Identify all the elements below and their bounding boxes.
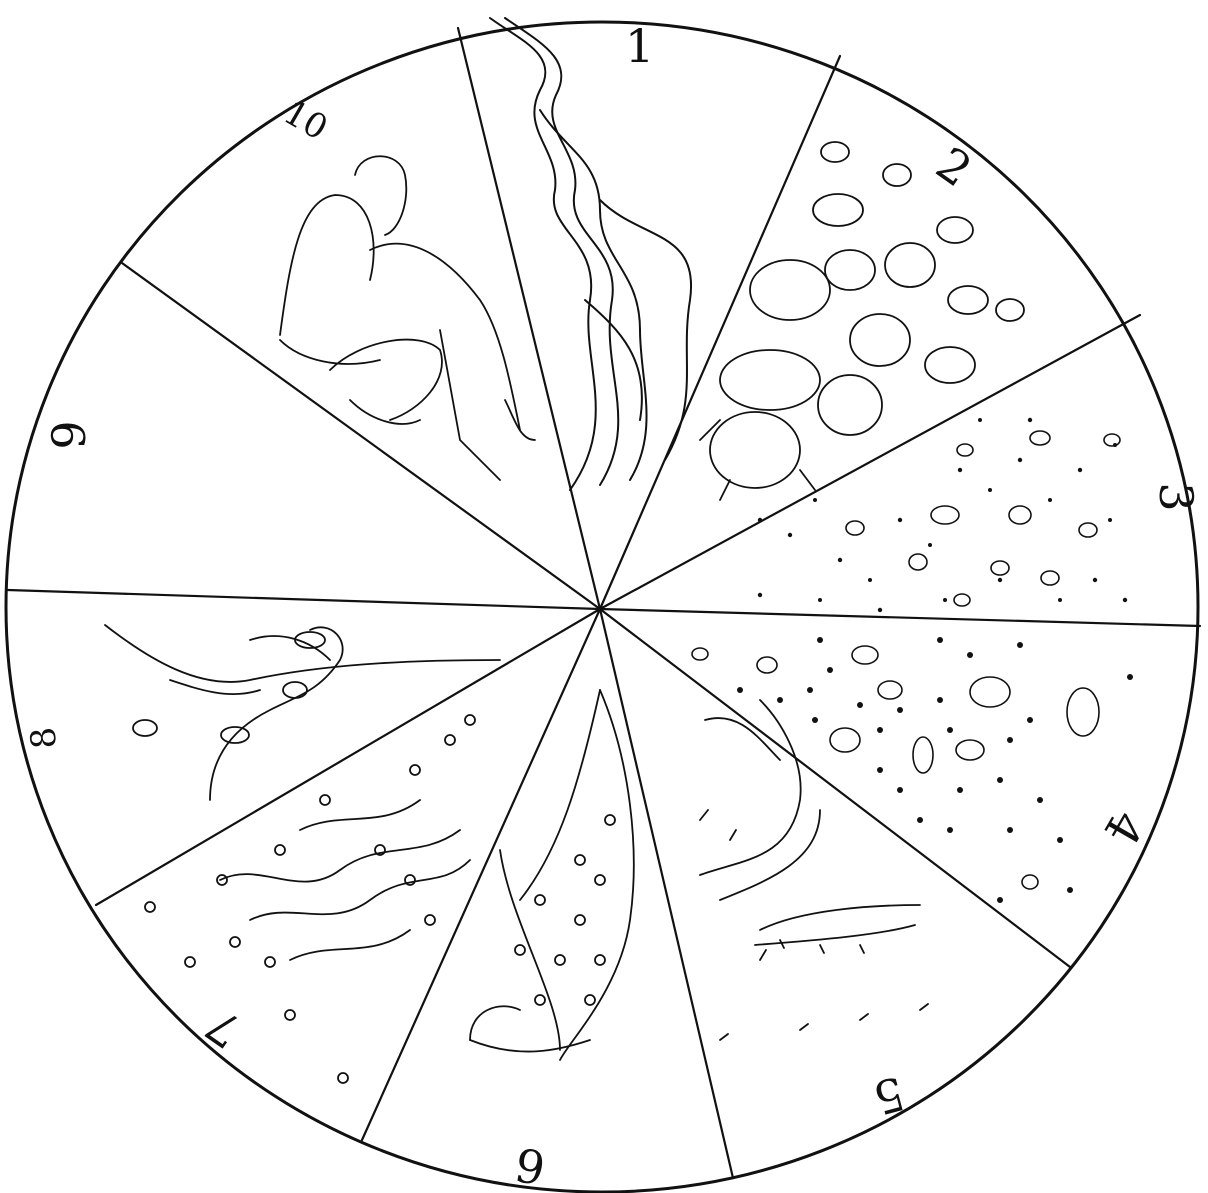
label-1: 1 xyxy=(625,19,654,73)
segment-dividers xyxy=(8,28,1200,1178)
scene-locusts xyxy=(105,625,500,800)
label-5: 5 xyxy=(868,1066,910,1126)
scene-firstborn xyxy=(280,156,535,480)
scene-lice xyxy=(758,418,1127,612)
scene-river xyxy=(490,18,691,490)
label-2: 2 xyxy=(927,136,982,197)
label-6: 6 xyxy=(511,1137,549,1193)
scene-boils xyxy=(470,690,634,1060)
label-7: 7 xyxy=(196,998,251,1059)
scene-flies xyxy=(692,637,1133,903)
scene-hail xyxy=(145,715,475,1083)
label-9: 9 xyxy=(42,420,96,449)
scene-frogs xyxy=(700,142,1024,500)
scene-livestock xyxy=(700,700,928,1040)
label-4: 4 xyxy=(1093,802,1154,854)
label-10: 10 xyxy=(277,92,334,148)
label-3: 3 xyxy=(1149,482,1203,511)
label-8: 8 xyxy=(23,725,65,750)
